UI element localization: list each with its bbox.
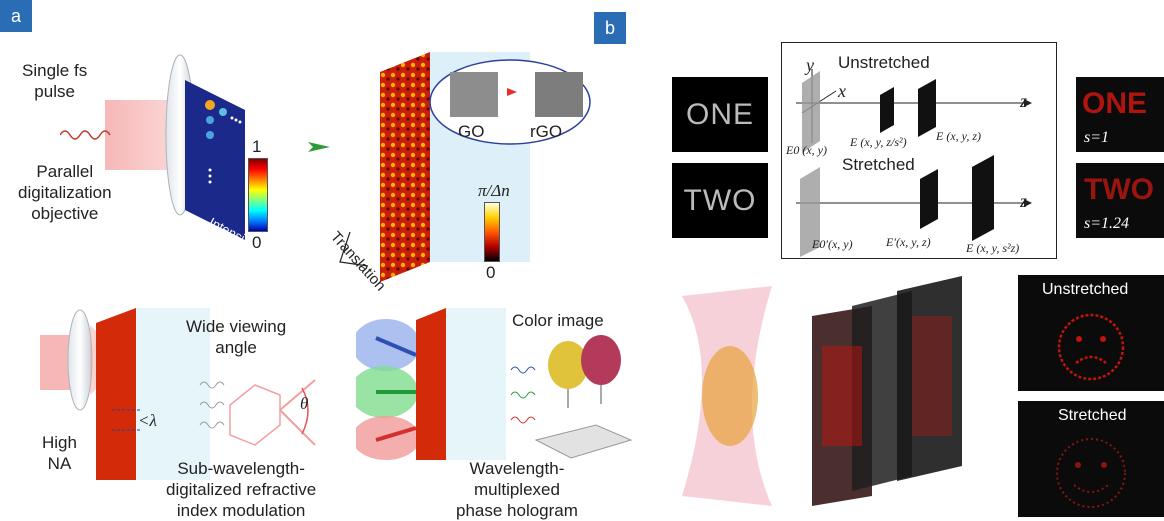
colorbar-max: 1 bbox=[252, 137, 262, 156]
intensity-colorbar bbox=[248, 158, 268, 232]
axis-x-label: x bbox=[838, 81, 846, 101]
phase-scale-min: 0 bbox=[486, 263, 496, 282]
phase-colorbar bbox=[484, 202, 500, 262]
lens-intensity-illustration: Intensity bbox=[60, 54, 257, 251]
green-arrow-icon bbox=[308, 142, 330, 152]
axis-y-label: y bbox=[806, 55, 814, 75]
e0-label: E0 (x, y) bbox=[786, 143, 827, 157]
lambda-label: <λ bbox=[138, 411, 157, 430]
colorbar-min: 0 bbox=[252, 233, 262, 252]
propagation-schematic: y x z z Unstretched Stretched E0 (x, y) … bbox=[781, 42, 1057, 259]
color-image-label: Color image bbox=[512, 311, 604, 330]
axis-z2-label: z bbox=[1020, 191, 1028, 211]
output-one-image: ONE s=1 bbox=[1076, 77, 1164, 152]
stretched-film-illustration bbox=[682, 276, 962, 506]
stretched-title: Stretched bbox=[842, 155, 915, 174]
e-xyz-label: E (x, y, z) bbox=[936, 129, 981, 143]
rgo-label: rGO bbox=[530, 122, 562, 141]
input-beam bbox=[105, 100, 175, 170]
one-input-image: ONE bbox=[672, 77, 768, 152]
unstretched-title: Unstretched bbox=[838, 53, 930, 72]
e0-prime-label: E0′(x, y) bbox=[812, 237, 853, 251]
axis-z-label: z bbox=[1020, 91, 1028, 111]
theta-label: θ bbox=[300, 394, 309, 413]
high-na-illustration bbox=[40, 308, 316, 480]
stretched-smiley-image: Stretched bbox=[1018, 401, 1164, 517]
intensity-screen bbox=[185, 80, 245, 240]
e-scaled-label: E (x, y, z/s²) bbox=[850, 135, 907, 149]
e-s2z-label: E (x, y, s²z) bbox=[966, 241, 1020, 255]
balloon-icon bbox=[581, 335, 621, 385]
phase-scale-max: π/Δn bbox=[478, 181, 510, 200]
fs-pulse-wave bbox=[60, 130, 111, 140]
color-hologram-illustration bbox=[356, 308, 633, 460]
hologram-block-illustration: GO rGO Translation bbox=[330, 52, 591, 292]
e-prime-label: E′(x, y, z) bbox=[886, 235, 931, 249]
two-input-image: TWO bbox=[672, 163, 768, 238]
go-label: GO bbox=[458, 122, 484, 141]
balloon-icon bbox=[548, 341, 588, 389]
panel-b-badge: b bbox=[594, 12, 626, 44]
unstretched-smiley-image: Unstretched bbox=[1018, 275, 1164, 391]
panel-a-badge: a bbox=[0, 0, 32, 32]
output-two-image: TWO s=1.24 bbox=[1076, 163, 1164, 238]
